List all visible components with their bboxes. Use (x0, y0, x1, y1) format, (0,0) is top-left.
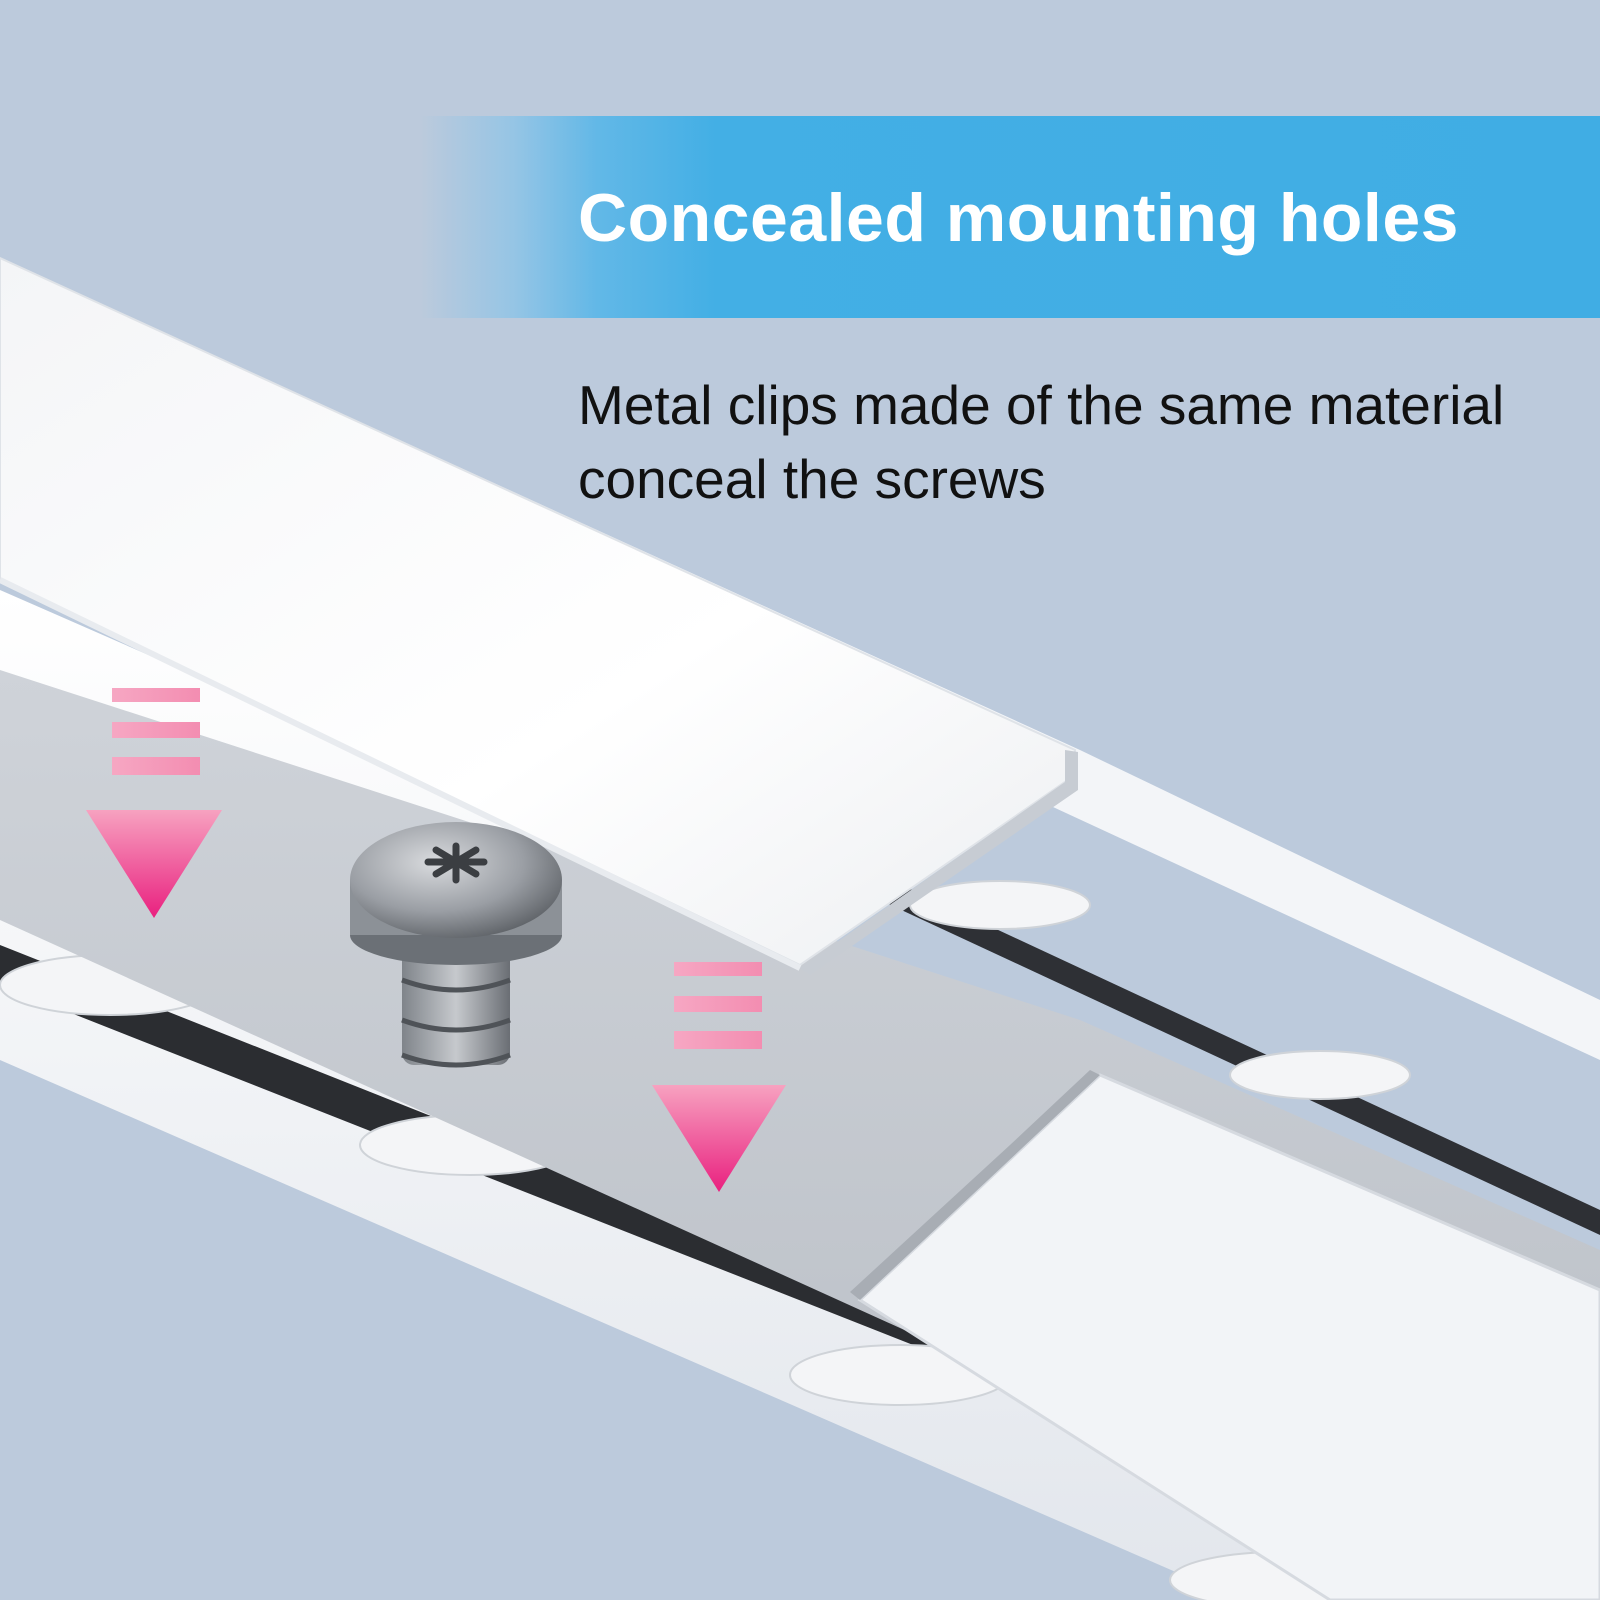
description: Metal clips made of the same material co… (578, 368, 1578, 516)
down-arrow-icon (652, 962, 786, 1192)
description-line-1: Metal clips made of the same material (578, 374, 1505, 436)
screw-icon (350, 822, 562, 1068)
cover-clip-edge (800, 750, 1078, 975)
title-banner (420, 116, 1600, 318)
cover-clip (0, 256, 1076, 967)
banner-title: Concealed mounting holes (578, 180, 1459, 256)
roller-slot-upper (880, 875, 1600, 1235)
description-line-2: conceal the screws (578, 448, 1046, 510)
channel-notch (850, 1070, 1100, 1300)
down-arrow-icon (86, 688, 222, 918)
